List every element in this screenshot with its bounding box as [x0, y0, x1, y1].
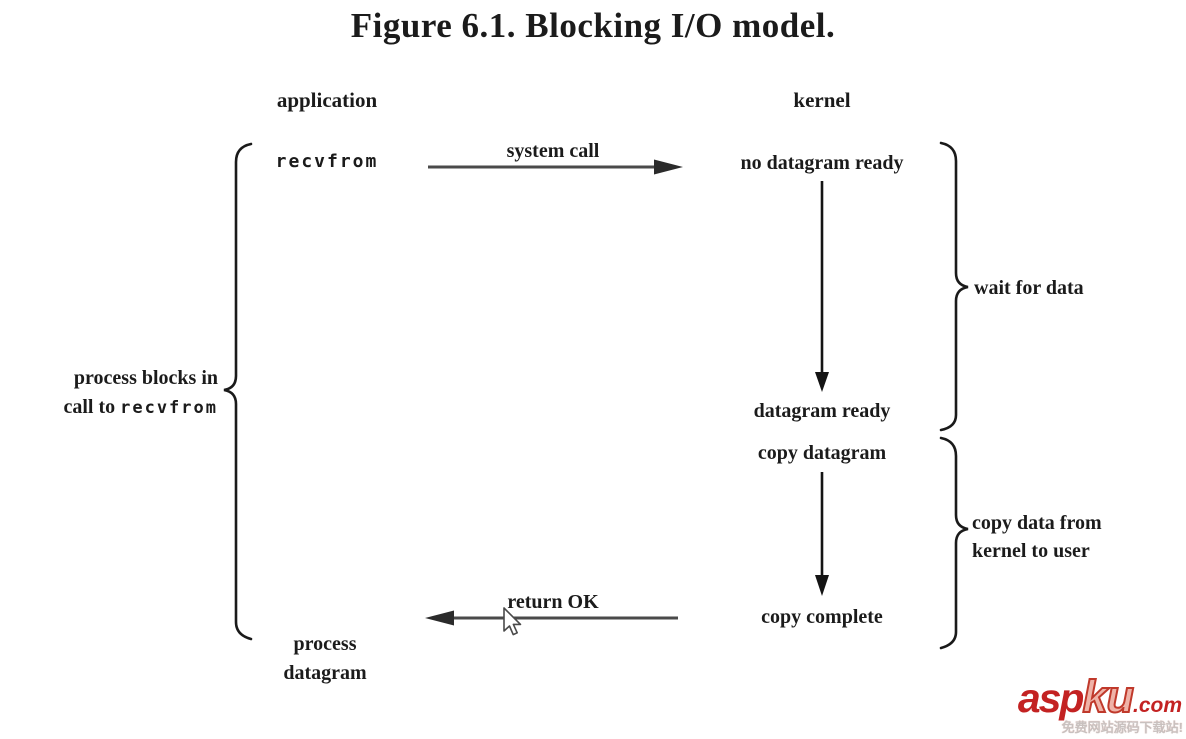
wait-brace — [939, 141, 969, 432]
return-ok-arrow — [425, 610, 678, 626]
app-process-datagram: process datagram — [245, 630, 405, 688]
kernel-wait-arrow — [815, 181, 829, 392]
kernel-state-datagram-ready: datagram ready — [753, 400, 891, 422]
mouse-cursor-icon — [503, 607, 522, 636]
kernel-state-copy-datagram: copy datagram — [757, 442, 887, 464]
watermark-brand-ku: ku — [1081, 670, 1134, 723]
kernel-copy-arrow — [815, 472, 829, 596]
column-header-application: application — [276, 88, 378, 112]
copy-brace — [939, 436, 969, 650]
system-call-arrow-label: system call — [506, 140, 600, 162]
app-process-line2: datagram — [283, 662, 367, 684]
wait-for-data-annotation: wait for data — [974, 277, 1084, 299]
process-blocks-line1: process blocks in — [73, 367, 218, 389]
column-header-kernel: kernel — [793, 88, 851, 112]
process-blocks-line2-code: recvfrom — [120, 398, 218, 418]
watermark-tagline: 免费网站源码下载站! — [1061, 720, 1183, 735]
app-call-recvfrom: recvfrom — [275, 151, 379, 172]
copy-data-line2: kernel to user — [972, 540, 1090, 562]
copy-data-line1: copy data from — [972, 512, 1102, 534]
kernel-state-no-datagram-ready: no datagram ready — [740, 152, 904, 174]
left-brace — [223, 142, 253, 641]
process-blocks-line2: call to recvfrom — [28, 393, 218, 423]
app-process-line1: process — [293, 633, 357, 655]
return-ok-arrow-label: return OK — [507, 591, 599, 613]
watermark-brand-com: .com — [1132, 694, 1182, 717]
kernel-state-copy-complete: copy complete — [761, 606, 883, 628]
process-blocks-line2-text: call to — [63, 396, 121, 418]
system-call-arrow — [428, 159, 683, 175]
watermark-brand-asp: asp — [1017, 675, 1085, 721]
figure-title: Figure 6.1. Blocking I/O model. — [350, 6, 836, 45]
copy-data-annotation: copy data from kernel to user — [972, 509, 1102, 565]
process-blocks-annotation: process blocks in call to recvfrom — [28, 364, 218, 423]
